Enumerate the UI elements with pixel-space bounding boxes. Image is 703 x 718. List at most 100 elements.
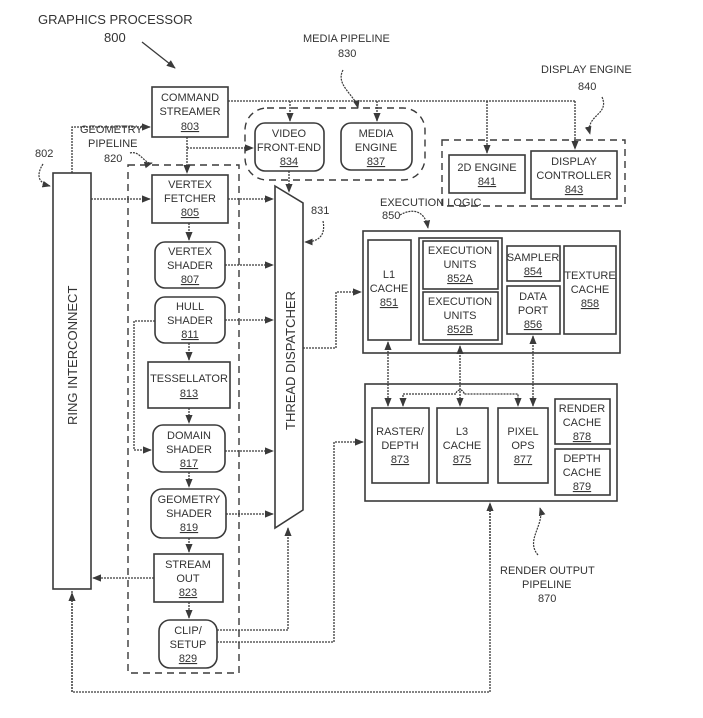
data-port-ref: 856 (524, 319, 542, 331)
display-controller-l2: CONTROLLER (536, 170, 611, 182)
stream-out-l2: OUT (176, 573, 200, 585)
raster-depth-ref: 873 (391, 454, 409, 466)
media-pipeline-pointer (340, 69, 360, 109)
wire-dispatcher-to-execution-logic (303, 288, 362, 349)
execution-logic-label: EXECUTION LOGIC (380, 197, 482, 209)
l1-cache-ref: 851 (380, 297, 398, 309)
clip-setup-l2: SETUP (170, 639, 207, 651)
media-engine-l1: MEDIA (359, 128, 395, 140)
hull-shader-ref: 811 (181, 329, 199, 341)
media-pipeline-label: MEDIA PIPELINE (303, 33, 390, 45)
tessellator-ref: 813 (180, 388, 198, 400)
render-output-pointer (532, 507, 546, 556)
execution-units-a-ref: 852A (447, 273, 473, 285)
vertex-shader-l2: SHADER (167, 260, 213, 272)
display-controller-block[interactable] (530, 150, 618, 200)
pixel-ops-ref: 877 (514, 454, 532, 466)
l3-cache-block[interactable] (436, 407, 489, 484)
media-pipeline-group (244, 107, 426, 181)
render-cache-block[interactable] (554, 398, 611, 445)
media-engine-block[interactable] (340, 122, 413, 171)
display-engine-label: DISPLAY ENGINE (541, 64, 632, 76)
l3-cache-ref: 875 (453, 454, 471, 466)
clip-setup-block[interactable] (158, 619, 218, 669)
figure-ref: 800 (104, 30, 126, 45)
texture-cache-l2: CACHE (571, 284, 610, 296)
l1-cache-l2: CACHE (370, 283, 409, 295)
display-controller-l1: DISPLAY (551, 156, 597, 168)
sampler-block[interactable] (506, 245, 561, 282)
geometry-shader-l1: GEOMETRY (158, 494, 221, 506)
data-port-l2: PORT (518, 305, 549, 317)
wire-hull-bypass-to-domain (133, 320, 155, 454)
depth-cache-ref: 879 (573, 481, 591, 493)
2d-engine-l1: 2D ENGINE (457, 162, 516, 174)
pixel-ops-l1: PIXEL (507, 426, 538, 438)
figure-title: GRAPHICS PROCESSOR (38, 12, 193, 27)
execution-logic-pointer (399, 210, 431, 229)
thread-dispatcher-pointer (304, 220, 325, 246)
render-cache-l2: CACHE (563, 417, 602, 429)
thread-dispatcher-ref: 831 (311, 205, 329, 217)
execution-units-a-block[interactable] (422, 240, 499, 290)
domain-shader-ref: 817 (180, 458, 198, 470)
execution-units-a-l2: UNITS (444, 259, 477, 271)
vertex-fetcher-block[interactable] (151, 174, 229, 224)
depth-cache-l1: DEPTH (563, 453, 600, 465)
command-streamer-l1: COMMAND (161, 92, 219, 104)
l3-cache-l2: CACHE (443, 440, 482, 452)
render-output-label-2: PIPELINE (522, 579, 572, 591)
thread-dispatcher-label: THREAD DISPATCHER (283, 291, 298, 430)
video-front-end-l2: FRONT-END (257, 142, 321, 154)
2d-engine-ref: 841 (478, 176, 496, 188)
domain-shader-l2: SHADER (166, 444, 212, 456)
data-port-block[interactable] (506, 285, 561, 335)
stream-out-ref: 823 (179, 587, 197, 599)
vertex-fetcher-l2: FETCHER (164, 193, 216, 205)
geometry-shader-l2: SHADER (166, 508, 212, 520)
render-cache-ref: 878 (573, 431, 591, 443)
tessellator-l1: TESSELLATOR (150, 373, 228, 385)
texture-cache-ref: 858 (581, 298, 599, 310)
render-output-ref: 870 (538, 593, 556, 605)
depth-cache-l2: CACHE (563, 467, 602, 479)
raster-depth-l2: DEPTH (381, 440, 418, 452)
l1-cache-block[interactable] (367, 239, 412, 341)
2d-engine-block[interactable] (448, 154, 526, 194)
video-front-end-ref: 834 (280, 156, 298, 168)
geometry-pipeline-pointer (129, 152, 153, 169)
media-engine-ref: 837 (367, 156, 385, 168)
command-streamer-block[interactable] (151, 86, 229, 138)
tessellator-block[interactable] (147, 361, 231, 409)
execution-units-b-ref: 852B (447, 324, 473, 336)
wire-clip-to-render-output (217, 438, 364, 643)
sampler-l1: SAMPLER (507, 252, 560, 264)
execution-logic-ref: 850 (382, 210, 400, 222)
title-pointer-arrow (141, 41, 176, 69)
clip-setup-l1: CLIP/ (174, 625, 202, 637)
ring-interconnect-ref: 802 (35, 148, 53, 160)
wire-clip-to-dispatcher (217, 527, 292, 631)
raster-depth-block[interactable] (371, 407, 430, 484)
vertex-shader-l1: VERTEX (168, 246, 212, 258)
display-engine-group (441, 139, 626, 207)
sampler-ref: 854 (524, 266, 542, 278)
media-engine-l2: ENGINE (355, 142, 397, 154)
depth-cache-block[interactable] (554, 448, 611, 496)
l3-cache-l1: L3 (456, 426, 468, 438)
display-engine-pointer (584, 96, 605, 135)
l1-cache-l1: L1 (383, 269, 395, 281)
thread-dispatcher-block[interactable] (274, 184, 304, 530)
ring-interconnect-block[interactable] (52, 172, 92, 590)
hull-shader-l2: SHADER (167, 315, 213, 327)
pixel-ops-block[interactable] (497, 407, 549, 484)
media-pipeline-ref: 830 (338, 48, 356, 60)
execution-units-b-l1: EXECUTION (428, 296, 492, 308)
execution-units-b-l2: UNITS (444, 310, 477, 322)
texture-cache-block[interactable] (563, 245, 617, 335)
connections (68, 100, 579, 693)
stream-out-l1: STREAM (165, 559, 211, 571)
geometry-pipeline-label-1: GEOMETRY (80, 124, 143, 136)
texture-cache-l1: TEXTURE (564, 270, 615, 282)
execution-units-b-block[interactable] (422, 291, 499, 341)
